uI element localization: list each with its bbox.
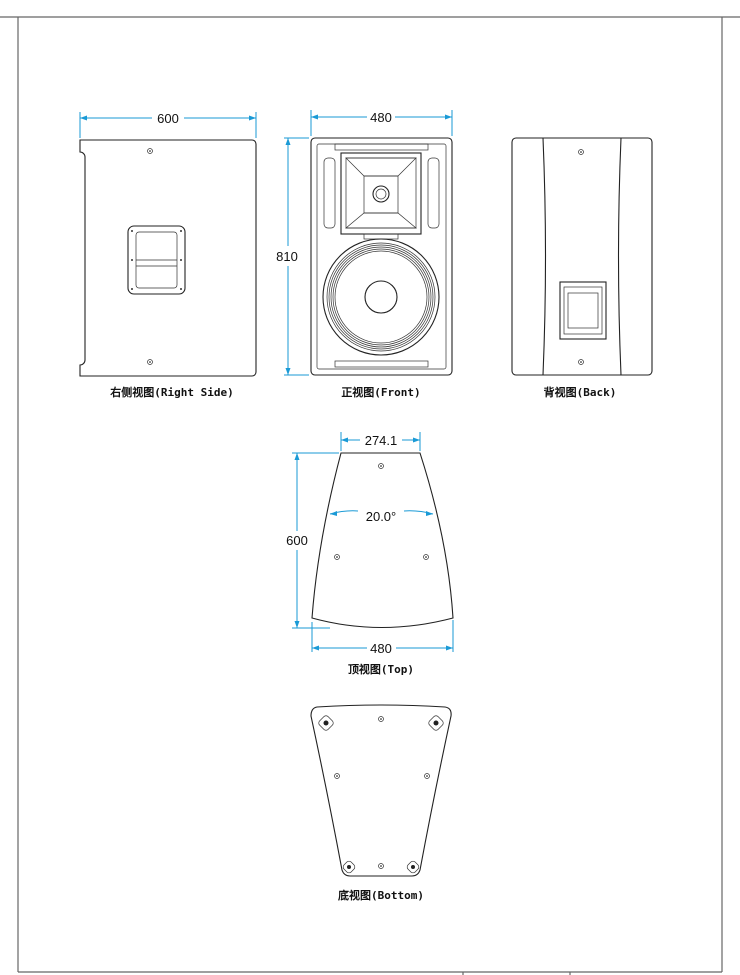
angle-dimension: 20.0° <box>329 509 434 524</box>
top-bottom-width-label: 480 <box>370 641 392 656</box>
front-width-dimension: 480 <box>310 110 453 136</box>
top-width-dimension: 274.1 <box>340 432 421 451</box>
right-side-view: 600 右侧视图(Right Side) <box>79 111 257 399</box>
front-width-label: 480 <box>370 110 392 125</box>
front-caption: 正视图(Front) <box>341 385 420 399</box>
bottom-caption: 底视图(Bottom) <box>338 888 424 902</box>
top-caption: 顶视图(Top) <box>348 662 414 676</box>
horn-icon <box>340 152 422 240</box>
top-bottom-width-dimension: 480 <box>311 620 454 656</box>
top-depth-dimension: 600 <box>286 452 339 629</box>
angle-label: 20.0° <box>366 509 397 524</box>
top-view: 274.1 20.0° 600 480 顶视图(Top) <box>286 432 454 676</box>
top-width-label: 274.1 <box>365 433 398 448</box>
front-height-label: 810 <box>276 249 298 264</box>
front-view: 480 810 正视图(Front) <box>276 110 453 399</box>
back-caption: 背视图(Back) <box>544 385 617 399</box>
sheet-frame <box>0 16 740 975</box>
input-plate-icon <box>559 281 607 340</box>
front-height-dimension: 810 <box>276 137 309 376</box>
right-side-width-dimension: 600 <box>79 111 257 138</box>
back-view: 背视图(Back) <box>511 137 653 399</box>
rigging-point-icon <box>318 715 444 874</box>
handle-icon <box>127 225 186 295</box>
woofer-icon <box>322 238 440 356</box>
top-depth-label: 600 <box>286 533 308 548</box>
right-side-caption: 右侧视图(Right Side) <box>109 385 233 399</box>
bottom-view: 底视图(Bottom) <box>310 704 452 902</box>
right-side-width-label: 600 <box>157 111 179 126</box>
